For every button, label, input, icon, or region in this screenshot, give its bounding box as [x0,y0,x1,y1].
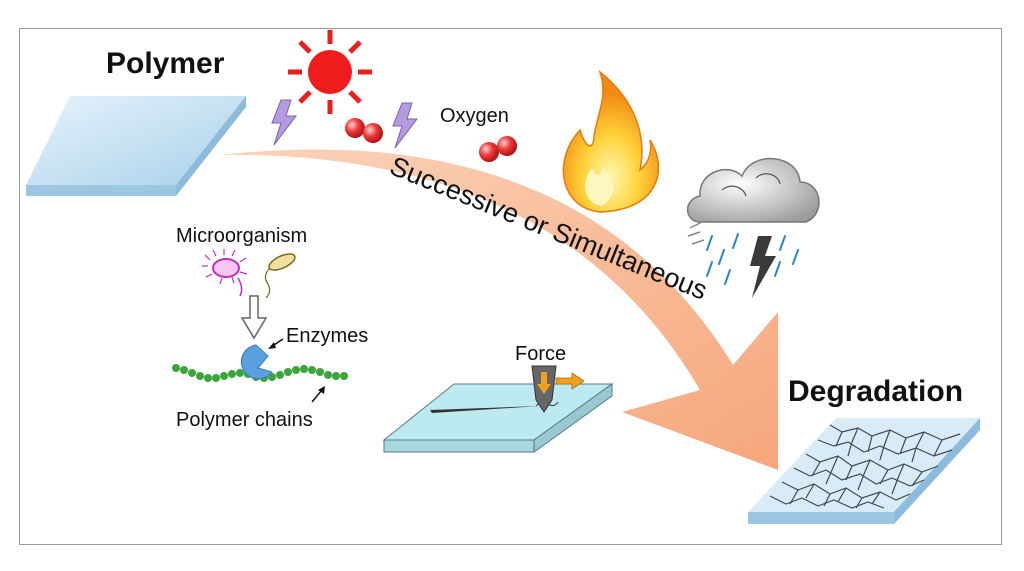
oxygen-molecule-icon [479,136,517,162]
oxygen-label: Oxygen [440,105,509,127]
microorganism-label: Microorganism [176,225,307,247]
polymer-plate [26,96,246,196]
polymer-title: Polymer [106,47,225,80]
microorganism-icon [264,253,296,299]
uv-lightning-icon [271,99,298,146]
storm-cloud-icon [686,157,820,298]
force-plate [382,383,614,453]
uv-lightning-icon [392,102,419,149]
oxygen-molecule-icon [345,118,383,143]
enzymes-label: Enzymes [286,325,368,347]
enzyme-icon [240,344,273,380]
successive-arrow [220,149,778,470]
force-label: Force [515,343,566,365]
fire-icon [562,69,660,213]
force-arrow-icon [531,365,585,413]
degradation-label: Degradation [788,375,963,408]
polymer-chains-label: Polymer chains [176,409,313,431]
microorganism-icon [202,249,248,297]
sun-icon [288,30,372,114]
chain-pointer [311,389,323,403]
arrow-label: Successive or Simultaneous [386,151,712,306]
down-arrow-icon [240,295,268,340]
cracked-polymer-icon [748,418,980,524]
